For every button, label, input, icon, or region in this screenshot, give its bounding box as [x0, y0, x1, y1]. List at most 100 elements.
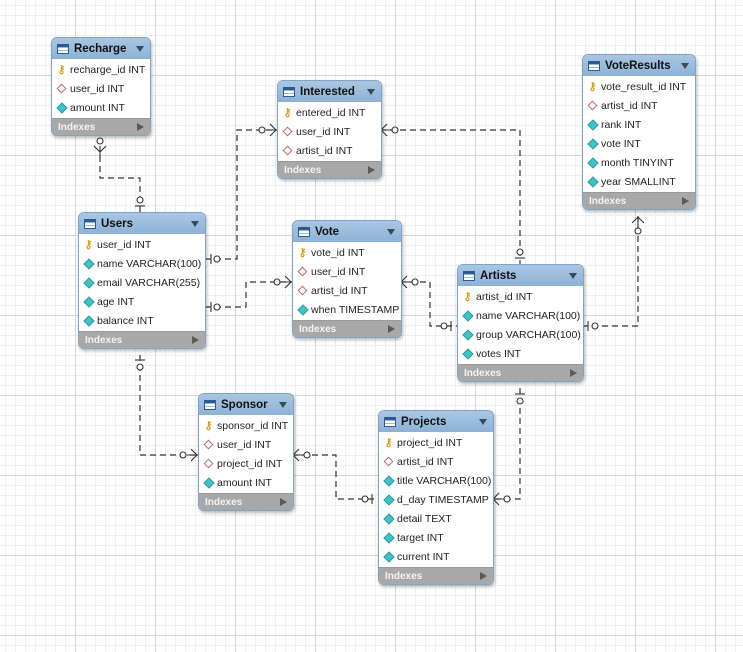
- indexes-bar[interactable]: Indexes: [293, 320, 401, 337]
- indexes-bar[interactable]: Indexes: [583, 192, 695, 209]
- table-header[interactable]: Users: [79, 213, 205, 234]
- table-header[interactable]: Vote: [293, 221, 401, 242]
- foreign-key-icon: [297, 266, 308, 277]
- foreign-key-icon: [203, 458, 214, 469]
- column-row[interactable]: ⚷recharge_id INT: [52, 60, 150, 79]
- relation-users-recharge: [99, 156, 141, 212]
- column-row[interactable]: user_id INT: [293, 262, 401, 281]
- optional-marker-recharge: [96, 137, 104, 145]
- indexes-label: Indexes: [385, 570, 423, 582]
- table-icon: [57, 43, 69, 54]
- column-row[interactable]: artist_id INT: [293, 281, 401, 300]
- column-label: user_id INT: [296, 125, 351, 138]
- column-row[interactable]: email VARCHAR(255): [79, 273, 205, 292]
- indexes-bar[interactable]: Indexes: [278, 161, 381, 178]
- column-icon: [56, 102, 67, 113]
- column-row[interactable]: name VARCHAR(100): [458, 306, 583, 325]
- dropdown-arrow-icon[interactable]: [279, 401, 287, 408]
- column-row[interactable]: detail TEXT: [379, 509, 493, 528]
- table-icon: [463, 270, 475, 281]
- column-row[interactable]: target INT: [379, 528, 493, 547]
- column-label: project_id INT: [217, 457, 283, 470]
- column-row[interactable]: artist_id INT: [583, 96, 695, 115]
- foreign-key-icon: [282, 145, 293, 156]
- column-icon: [297, 304, 308, 315]
- column-row[interactable]: month TINYINT: [583, 153, 695, 172]
- column-row[interactable]: ⚷sponsor_id INT: [199, 416, 293, 435]
- expand-arrow-icon[interactable]: [570, 369, 577, 377]
- relation-artists-projects: [492, 388, 521, 500]
- column-row[interactable]: d_day TIMESTAMP: [379, 490, 493, 509]
- expand-arrow-icon[interactable]: [480, 572, 487, 580]
- column-row[interactable]: ⚷entered_id INT: [278, 103, 381, 122]
- column-row[interactable]: ⚷vote_result_id INT: [583, 77, 695, 96]
- indexes-bar[interactable]: Indexes: [199, 493, 293, 510]
- dropdown-arrow-icon[interactable]: [681, 62, 689, 69]
- column-row[interactable]: artist_id INT: [379, 452, 493, 471]
- indexes-bar[interactable]: Indexes: [52, 118, 150, 135]
- crow-foot-sponsor-left: [187, 448, 198, 462]
- table-projects[interactable]: Projects ⚷ project_id INT artist_id INT titl…: [378, 410, 494, 585]
- column-row[interactable]: rank INT: [583, 115, 695, 134]
- column-row[interactable]: when TIMESTAMP: [293, 300, 401, 319]
- column-row[interactable]: amount INT: [199, 473, 293, 492]
- column-row[interactable]: user_id INT: [52, 79, 150, 98]
- column-label: project_id INT: [397, 436, 463, 449]
- column-row[interactable]: ⚷artist_id INT: [458, 287, 583, 306]
- column-row[interactable]: balance INT: [79, 311, 205, 330]
- column-row[interactable]: current INT: [379, 547, 493, 566]
- table-header[interactable]: Sponsor: [199, 394, 293, 415]
- expand-arrow-icon[interactable]: [137, 123, 144, 131]
- relation-projects-sponsor: [292, 454, 378, 500]
- indexes-bar[interactable]: Indexes: [79, 331, 205, 348]
- expand-arrow-icon[interactable]: [368, 166, 375, 174]
- column-row[interactable]: vote INT: [583, 134, 695, 153]
- indexes-bar[interactable]: Indexes: [379, 567, 493, 584]
- column-row[interactable]: votes INT: [458, 344, 583, 363]
- column-row[interactable]: amount INT: [52, 98, 150, 117]
- column-label: artist_id INT: [397, 455, 454, 468]
- optional-marker-sponsor-left: [179, 451, 187, 459]
- table-interested[interactable]: Interested⚷entered_id INT user_id INT arti…: [277, 80, 382, 179]
- column-row[interactable]: ⚷ project_id INT: [379, 433, 493, 452]
- table-header[interactable]: Interested: [278, 81, 381, 102]
- table-title: Projects: [401, 415, 447, 428]
- column-row[interactable]: ⚷user_id INT: [79, 235, 205, 254]
- expand-arrow-icon[interactable]: [192, 336, 199, 344]
- table-header[interactable]: Recharge: [52, 38, 150, 59]
- expand-arrow-icon[interactable]: [682, 197, 689, 205]
- column-row[interactable]: name VARCHAR(100): [79, 254, 205, 273]
- optional-marker-interested-right: [391, 126, 399, 134]
- column-row[interactable]: age INT: [79, 292, 205, 311]
- table-header[interactable]: Projects: [379, 411, 493, 432]
- column-row[interactable]: group VARCHAR(100): [458, 325, 583, 344]
- indexes-bar[interactable]: Indexes: [458, 364, 583, 381]
- column-row[interactable]: user_id INT: [199, 435, 293, 454]
- dropdown-arrow-icon[interactable]: [191, 220, 199, 227]
- column-row[interactable]: user_id INT: [278, 122, 381, 141]
- column-row[interactable]: project_id INT: [199, 454, 293, 473]
- dropdown-arrow-icon[interactable]: [569, 272, 577, 279]
- column-row[interactable]: year SMALLINT: [583, 172, 695, 191]
- dropdown-arrow-icon[interactable]: [367, 88, 375, 95]
- column-row[interactable]: ⚷vote_id INT: [293, 243, 401, 262]
- dropdown-arrow-icon[interactable]: [479, 418, 487, 425]
- column-row[interactable]: artist_id INT: [278, 141, 381, 160]
- dropdown-arrow-icon[interactable]: [387, 228, 395, 235]
- expand-arrow-icon[interactable]: [388, 325, 395, 333]
- table-header[interactable]: VoteResults: [583, 55, 695, 76]
- expand-arrow-icon[interactable]: [280, 498, 287, 506]
- relation-artists-voteresults: [582, 216, 639, 327]
- column-row[interactable]: title VARCHAR(100): [379, 471, 493, 490]
- dropdown-arrow-icon[interactable]: [136, 45, 144, 52]
- primary-key-icon: ⚷: [384, 437, 393, 449]
- column-label: amount INT: [70, 101, 125, 114]
- crow-foot-vote-right: [400, 275, 412, 289]
- table-header[interactable]: Artists: [458, 265, 583, 286]
